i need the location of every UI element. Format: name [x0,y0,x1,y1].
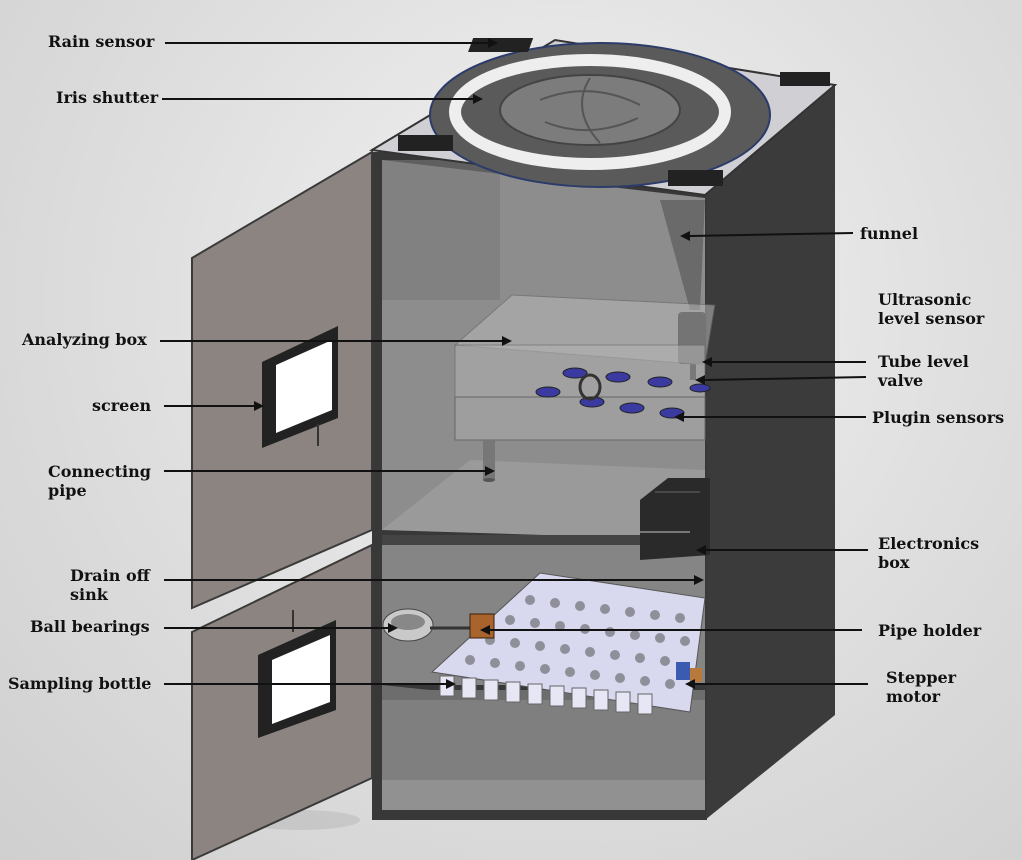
rain-sensor-front [668,170,723,186]
label-plugin-sensors: Plugin sensors [872,408,1004,427]
label-tube-level-valve: Tube level valve [878,352,969,390]
rain-sensor-left [398,135,453,151]
label-connecting-pipe: Connecting pipe [48,462,151,500]
label-pipe-holder: Pipe holder [878,621,981,640]
label-electronics-box: Electronics box [878,534,979,572]
rain-sensor-right [780,72,830,86]
label-funnel: funnel [860,224,918,243]
label-drain-off-sink: Drain off sink [70,566,150,604]
cabinet-side [705,85,835,820]
label-screen: screen [92,396,151,415]
pipe-holder-shape [470,614,494,638]
label-iris-shutter: Iris shutter [56,88,158,107]
stepper-motor-shape [676,662,690,680]
label-stepper-motor: Stepper motor [886,668,956,706]
label-ultrasonic-level-sensor: Ultrasonic level sensor [878,290,984,328]
label-rain-sensor: Rain sensor [48,32,154,51]
rain-sensor-top [468,38,533,52]
iris-shutter-blades [500,75,680,145]
label-ball-bearings: Ball bearings [30,617,150,636]
label-sampling-bottle: Sampling bottle [8,674,151,693]
label-analyzing-box: Analyzing box [22,330,147,349]
